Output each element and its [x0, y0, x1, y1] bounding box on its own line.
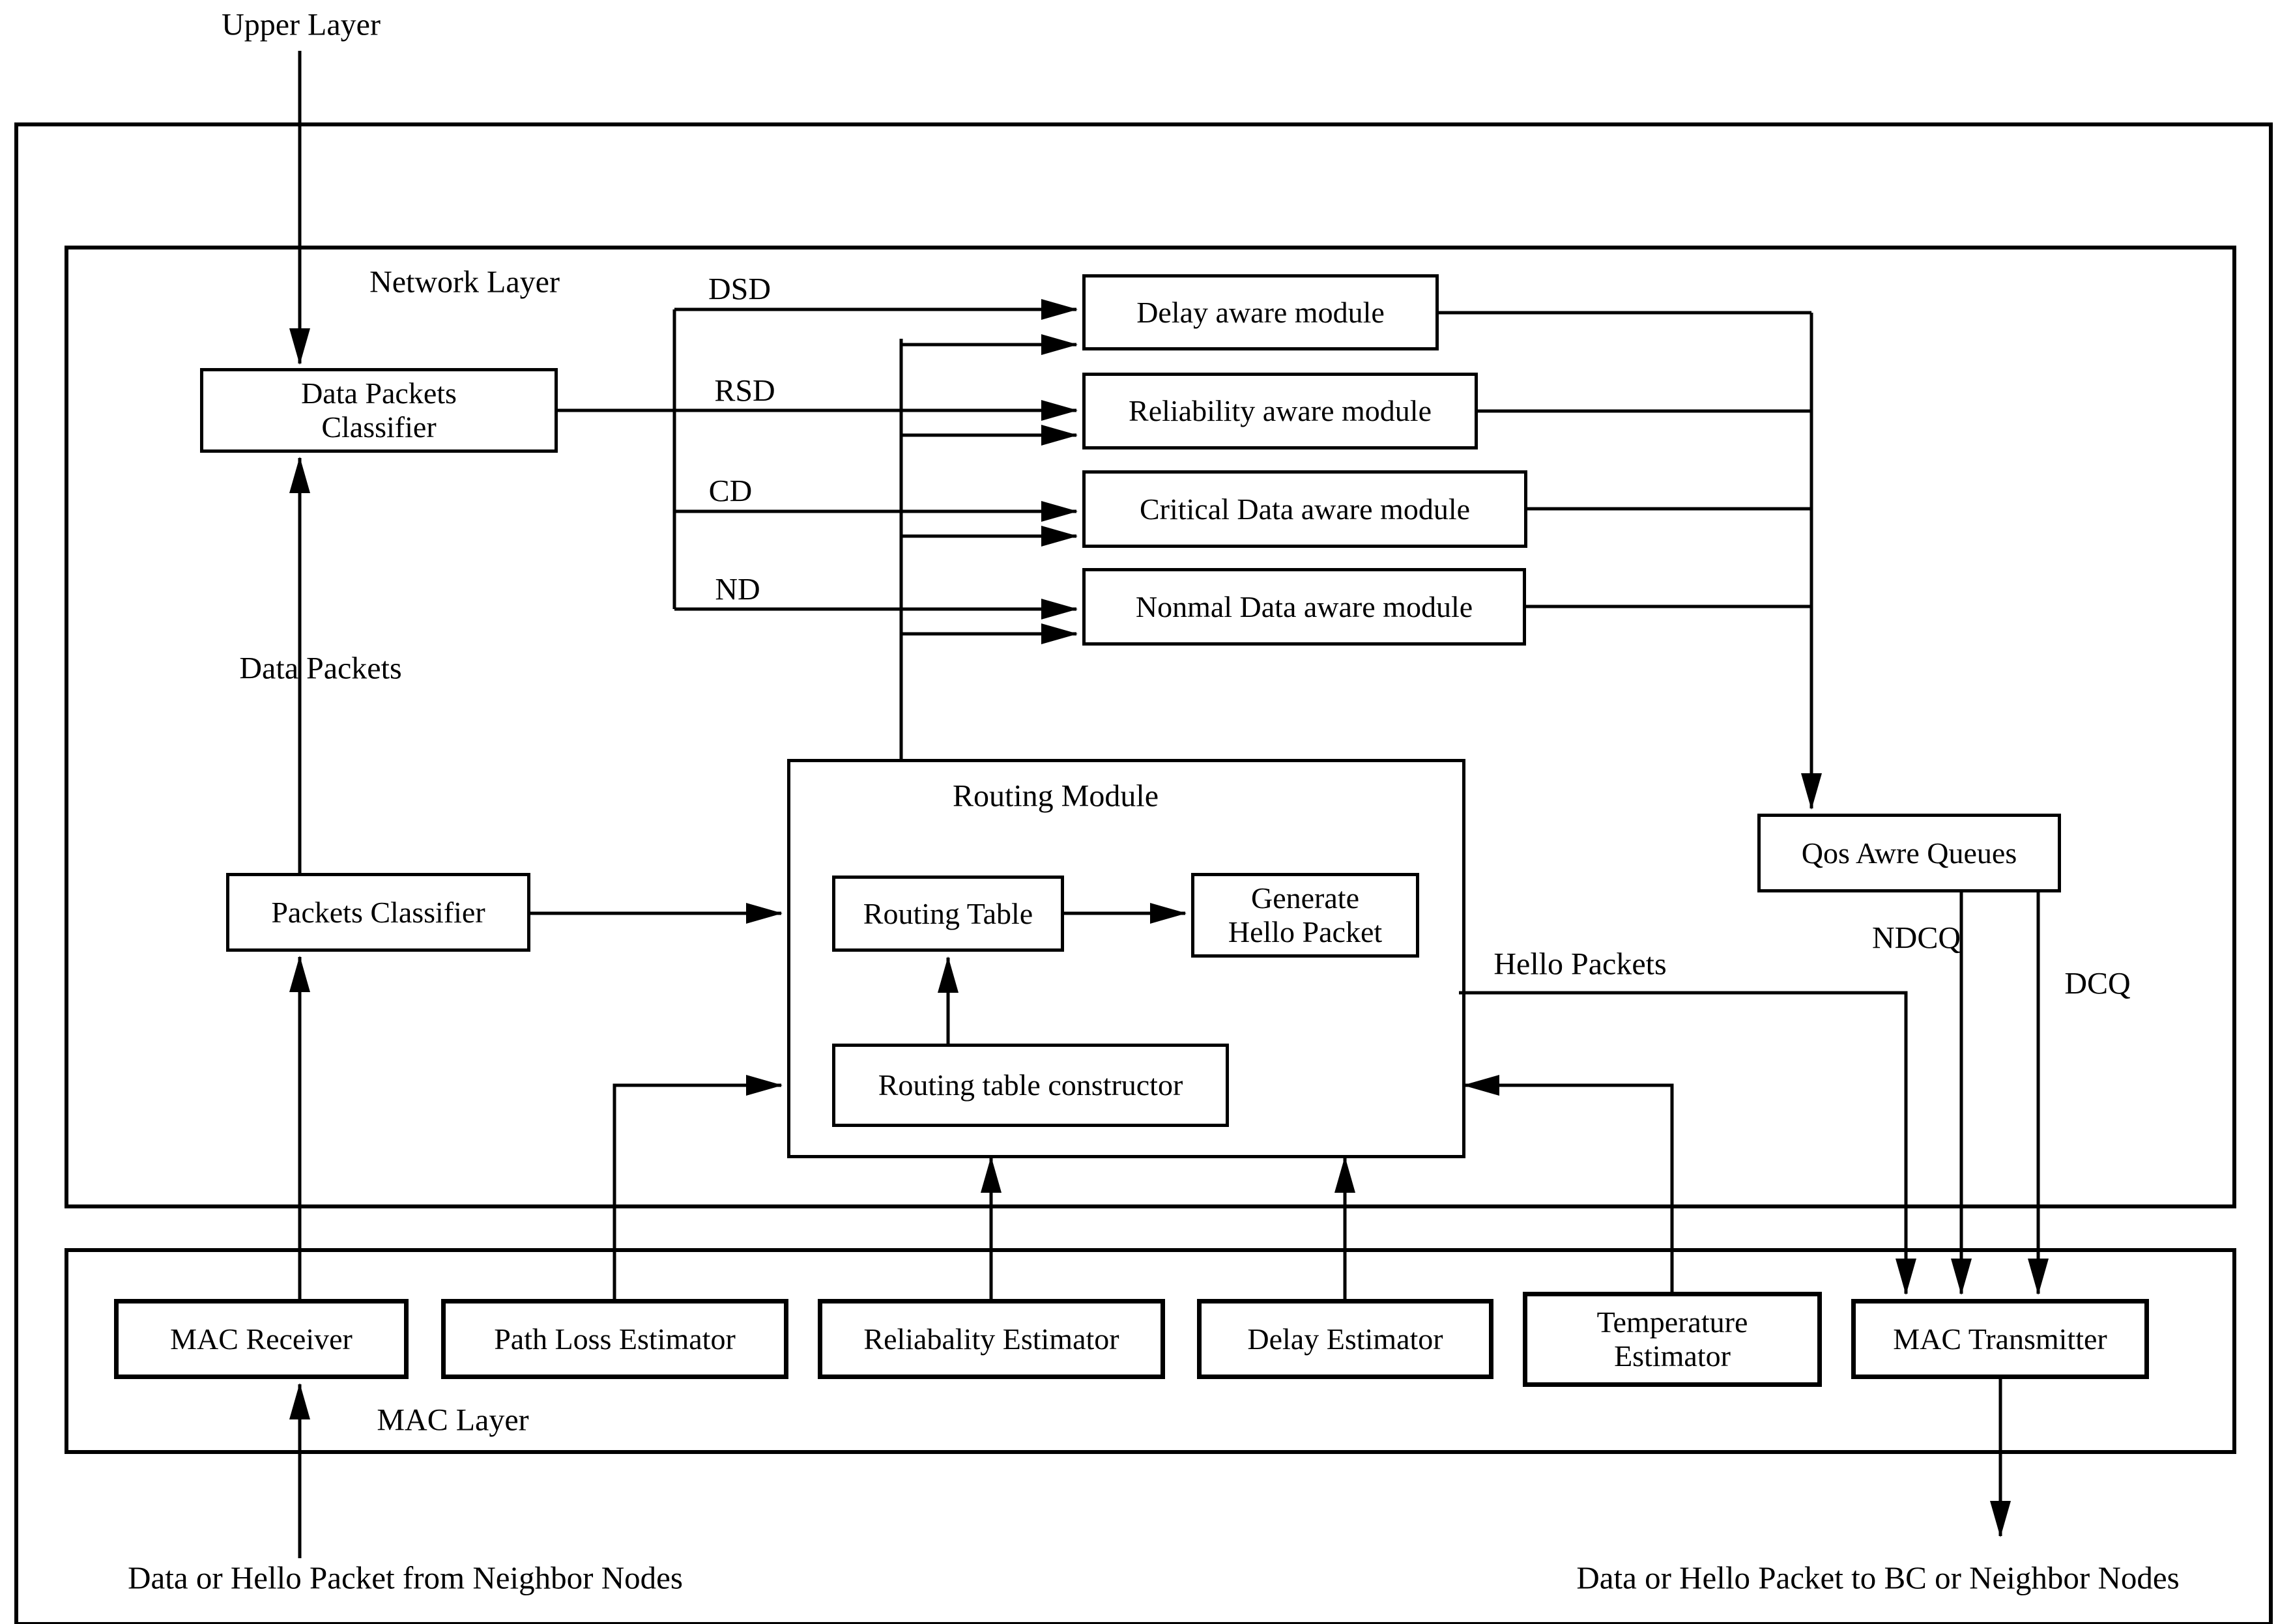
network-layer-label: Network Layer [369, 264, 560, 300]
hello-packets-label: Hello Packets [1493, 947, 1667, 982]
node-label: Qos Awre Queues [1801, 836, 2017, 870]
caption-input-from-neighbors: Data or Hello Packet from Neighbor Nodes [128, 1560, 683, 1596]
mac-layer-label: MAC Layer [377, 1403, 529, 1438]
ndcq-label: NDCQ [1871, 920, 1961, 956]
node-label: Packets Classifier [271, 895, 485, 929]
node-qos-aware-queues: Qos Awre Queues [1757, 814, 2061, 892]
node-path-loss-estimator: Path Loss Estimator [441, 1299, 788, 1379]
node-delay-aware-module: Delay aware module [1082, 274, 1439, 350]
node-critical-data-aware-module: Critical Data aware module [1082, 470, 1527, 548]
node-label: MAC Receiver [170, 1322, 353, 1356]
mac-layer-box [65, 1248, 2236, 1454]
node-routing-table-constructor: Routing table constructor [832, 1044, 1229, 1127]
data-packets-label: Data Packets [239, 651, 402, 686]
node-mac-transmitter: MAC Transmitter [1851, 1299, 2149, 1379]
node-label: Classifier [321, 410, 437, 444]
upper-layer-label: Upper Layer [222, 7, 381, 42]
node-label: Reliabality Estimator [863, 1322, 1119, 1356]
node-reliability-estimator: Reliabality Estimator [818, 1299, 1165, 1379]
node-normal-data-aware-module: Nonmal Data aware module [1082, 568, 1526, 646]
caption-output-to-neighbors: Data or Hello Packet to BC or Neighbor N… [1576, 1560, 2180, 1596]
routing-module-label: Routing Module [952, 778, 1159, 814]
node-label: Reliability aware module [1129, 394, 1432, 428]
node-label: Data Packets [301, 377, 457, 410]
dcq-label: DCQ [2064, 966, 2131, 1001]
node-packets-classifier: Packets Classifier [226, 873, 530, 952]
node-temperature-estimator: Temperature Estimator [1523, 1292, 1822, 1387]
node-label: MAC Transmitter [1893, 1322, 2107, 1356]
cd-label: CD [708, 474, 753, 509]
node-label: Generate [1251, 881, 1359, 915]
node-routing-table: Routing Table [832, 876, 1064, 952]
node-label: Hello Packet [1228, 915, 1383, 948]
outer-boundary-box [14, 122, 2273, 1624]
dsd-label: DSD [708, 272, 771, 307]
rsd-label: RSD [714, 373, 775, 408]
node-data-packets-classifier: Data Packets Classifier [200, 368, 558, 453]
network-layer-box [65, 246, 2236, 1208]
nd-label: ND [715, 572, 760, 607]
node-label: Routing table constructor [878, 1068, 1183, 1102]
node-label: Temperature [1596, 1305, 1748, 1339]
node-label: Estimator [1614, 1339, 1731, 1373]
node-generate-hello-packet: Generate Hello Packet [1191, 873, 1419, 958]
node-mac-receiver: MAC Receiver [114, 1299, 409, 1379]
node-label: Nonmal Data aware module [1135, 590, 1473, 623]
node-label: Delay Estimator [1247, 1322, 1443, 1356]
node-label: Delay aware module [1136, 295, 1385, 329]
node-label: Critical Data aware module [1139, 492, 1471, 526]
node-delay-estimator: Delay Estimator [1197, 1299, 1493, 1379]
node-reliability-aware-module: Reliability aware module [1082, 373, 1478, 449]
node-label: Routing Table [863, 896, 1033, 930]
node-label: Path Loss Estimator [494, 1322, 736, 1356]
